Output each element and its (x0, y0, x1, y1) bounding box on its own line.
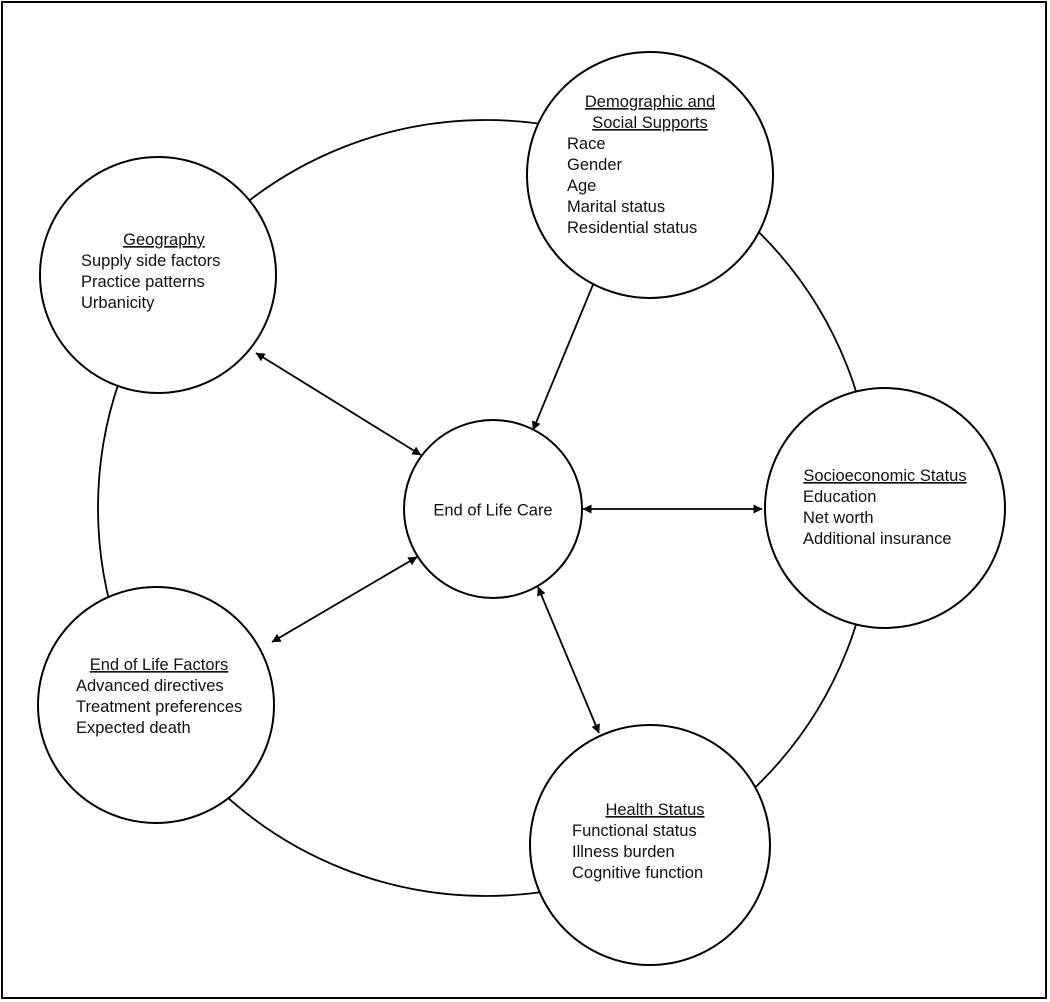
arrow-center-end-of-life-factors (271, 556, 418, 643)
node-end-of-life-factors: End of Life Factors Advanced directives … (37, 586, 275, 824)
node-geography: Geography Supply side factors Practice p… (39, 156, 277, 394)
health-item: Functional status (572, 822, 697, 840)
socioeconomic-circle (764, 387, 1006, 629)
demographic-title-line-2: Social Supports (592, 114, 708, 132)
arrow-center-health (537, 586, 600, 734)
health-circle (529, 724, 771, 966)
geography-item: Urbanicity (81, 294, 155, 312)
end-of-life-factors-circle (37, 586, 275, 824)
arrow-center-geography (255, 352, 422, 456)
socioeconomic-title: Socioeconomic Status (803, 467, 966, 485)
end-of-life-factors-item: Expected death (76, 719, 191, 737)
center-label: End of Life Care (433, 501, 552, 519)
demographic-item: Race (567, 135, 606, 153)
center-node: End of Life Care (403, 419, 583, 599)
geography-item: Practice patterns (81, 273, 205, 291)
node-socioeconomic: Socioeconomic Status Education Net worth… (764, 387, 1006, 629)
node-health: Health Status Functional status Illness … (529, 724, 771, 966)
demographic-item: Gender (567, 156, 623, 174)
health-item: Illness burden (572, 843, 675, 861)
arrow-center-demographic (532, 274, 598, 431)
end-of-life-factors-title: End of Life Factors (90, 656, 229, 674)
geography-item: Supply side factors (81, 252, 220, 270)
end-of-life-factors-item: Treatment preferences (76, 698, 242, 716)
connector-group (255, 274, 763, 734)
node-demographic: Demographic and Social Supports Race Gen… (526, 51, 774, 299)
health-title: Health Status (605, 801, 704, 819)
demographic-circle (526, 51, 774, 299)
demographic-title-line-1: Demographic and (585, 93, 715, 111)
socioeconomic-item: Education (803, 488, 876, 506)
socioeconomic-item: Additional insurance (803, 530, 952, 548)
health-item: Cognitive function (572, 864, 703, 882)
end-of-life-factors-item: Advanced directives (76, 677, 224, 695)
geography-circle (39, 156, 277, 394)
socioeconomic-item: Net worth (803, 509, 874, 527)
center-circle (403, 419, 583, 599)
demographic-item: Residential status (567, 219, 697, 237)
demographic-item: Age (567, 177, 596, 195)
demographic-item: Marital status (567, 198, 665, 216)
geography-title: Geography (123, 231, 205, 249)
